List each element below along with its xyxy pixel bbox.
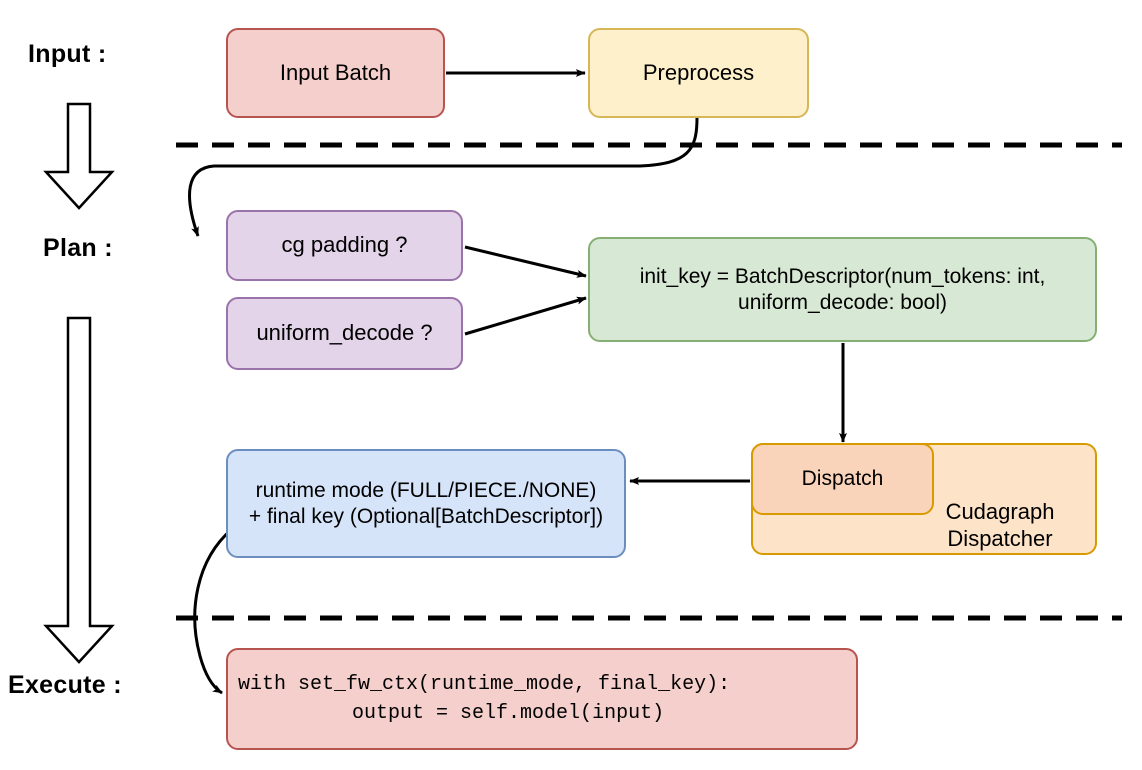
node-cudagraph-dispatcher-line1: Cudagraph (945, 499, 1055, 525)
stage-label-plan: Plan : (43, 234, 113, 262)
node-input-batch-label: Input Batch (279, 59, 392, 85)
node-runtime-mode-line1: runtime mode (FULL/PIECE./NONE) (255, 478, 597, 502)
node-uniform-decode-label: uniform_decode ? (256, 320, 433, 346)
node-init-key[interactable]: init_key = BatchDescriptor(num_tokens: i… (588, 237, 1097, 342)
node-execute-code-line1: with set_fw_ctx(runtime_mode, final_key)… (238, 673, 731, 696)
node-init-key-line1: init_key = BatchDescriptor(num_tokens: i… (639, 264, 1046, 288)
node-preprocess-label: Preprocess (642, 59, 755, 85)
node-preprocess[interactable]: Preprocess (588, 28, 809, 118)
stage-label-execute: Execute : (8, 671, 122, 699)
node-execute-code[interactable]: with set_fw_ctx(runtime_mode, final_key)… (226, 648, 858, 750)
plan-to-execute-big-arrow (43, 316, 115, 664)
node-execute-code-line2: output = self.model(input) (304, 702, 665, 725)
input-to-plan-big-arrow (43, 102, 115, 210)
node-runtime-mode-line2: + final key (Optional[BatchDescriptor]) (248, 504, 604, 528)
node-runtime-mode[interactable]: runtime mode (FULL/PIECE./NONE) + final … (226, 449, 626, 558)
node-cg-padding-label: cg padding ? (281, 232, 408, 258)
node-dispatch[interactable]: Dispatch (751, 443, 934, 515)
node-execute-code-text: with set_fw_ctx(runtime_mode, final_key)… (238, 670, 730, 728)
node-cg-padding[interactable]: cg padding ? (226, 210, 463, 281)
node-init-key-line2: uniform_decode: bool) (738, 290, 947, 314)
stage-label-input: Input : (28, 40, 107, 68)
node-dispatch-label: Dispatch (801, 467, 884, 491)
node-cudagraph-dispatcher-line2: Dispatcher (947, 526, 1053, 552)
uniform-decode-to-init-key-arrow (464, 296, 587, 336)
node-uniform-decode[interactable]: uniform_decode ? (226, 297, 463, 370)
node-input-batch[interactable]: Input Batch (226, 28, 445, 118)
cg-padding-to-init-key-arrow (464, 245, 587, 278)
